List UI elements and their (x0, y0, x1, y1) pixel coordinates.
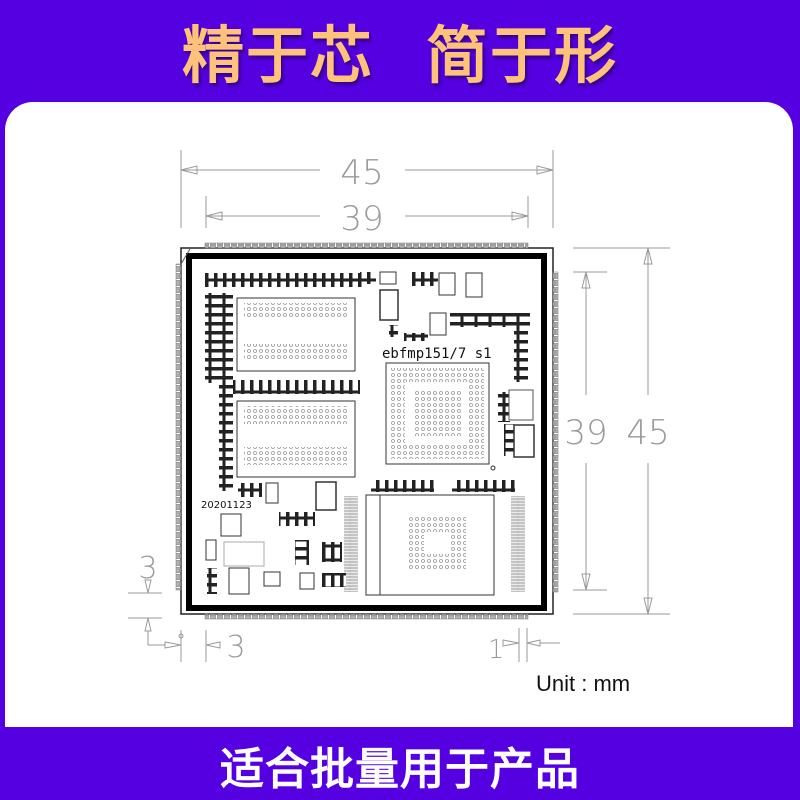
board-label: ebfmp151/7 s1 (382, 346, 492, 362)
dimension-lines-top (180, 150, 554, 228)
edge-pads (175, 242, 559, 620)
footer-text: 适合批量用于产品 (220, 744, 580, 795)
dimension-lines-right (573, 247, 670, 615)
headline-right: 简于形 (426, 19, 619, 92)
outer-width-label: 45 (340, 153, 383, 193)
vertical-margin-label: 3 (138, 551, 157, 586)
inner-height-label: 39 (564, 413, 607, 453)
horizontal-margin-label: 3 (226, 630, 245, 665)
inner-width-label: 39 (340, 199, 383, 239)
pcb-module: ebfmp151/7 s1 20201123 (175, 242, 559, 620)
date-code: 20201123 (201, 500, 252, 511)
headline: 精于芯 简于形 (0, 0, 800, 100)
dimension-lines-margin (128, 579, 560, 662)
unit-label: Unit : mm (536, 671, 631, 696)
pad-offset-label: 1 (488, 635, 505, 665)
headline-left: 精于芯 (181, 19, 374, 92)
footer-banner: 适合批量用于产品 (0, 730, 800, 800)
outer-height-label: 45 (626, 413, 669, 453)
